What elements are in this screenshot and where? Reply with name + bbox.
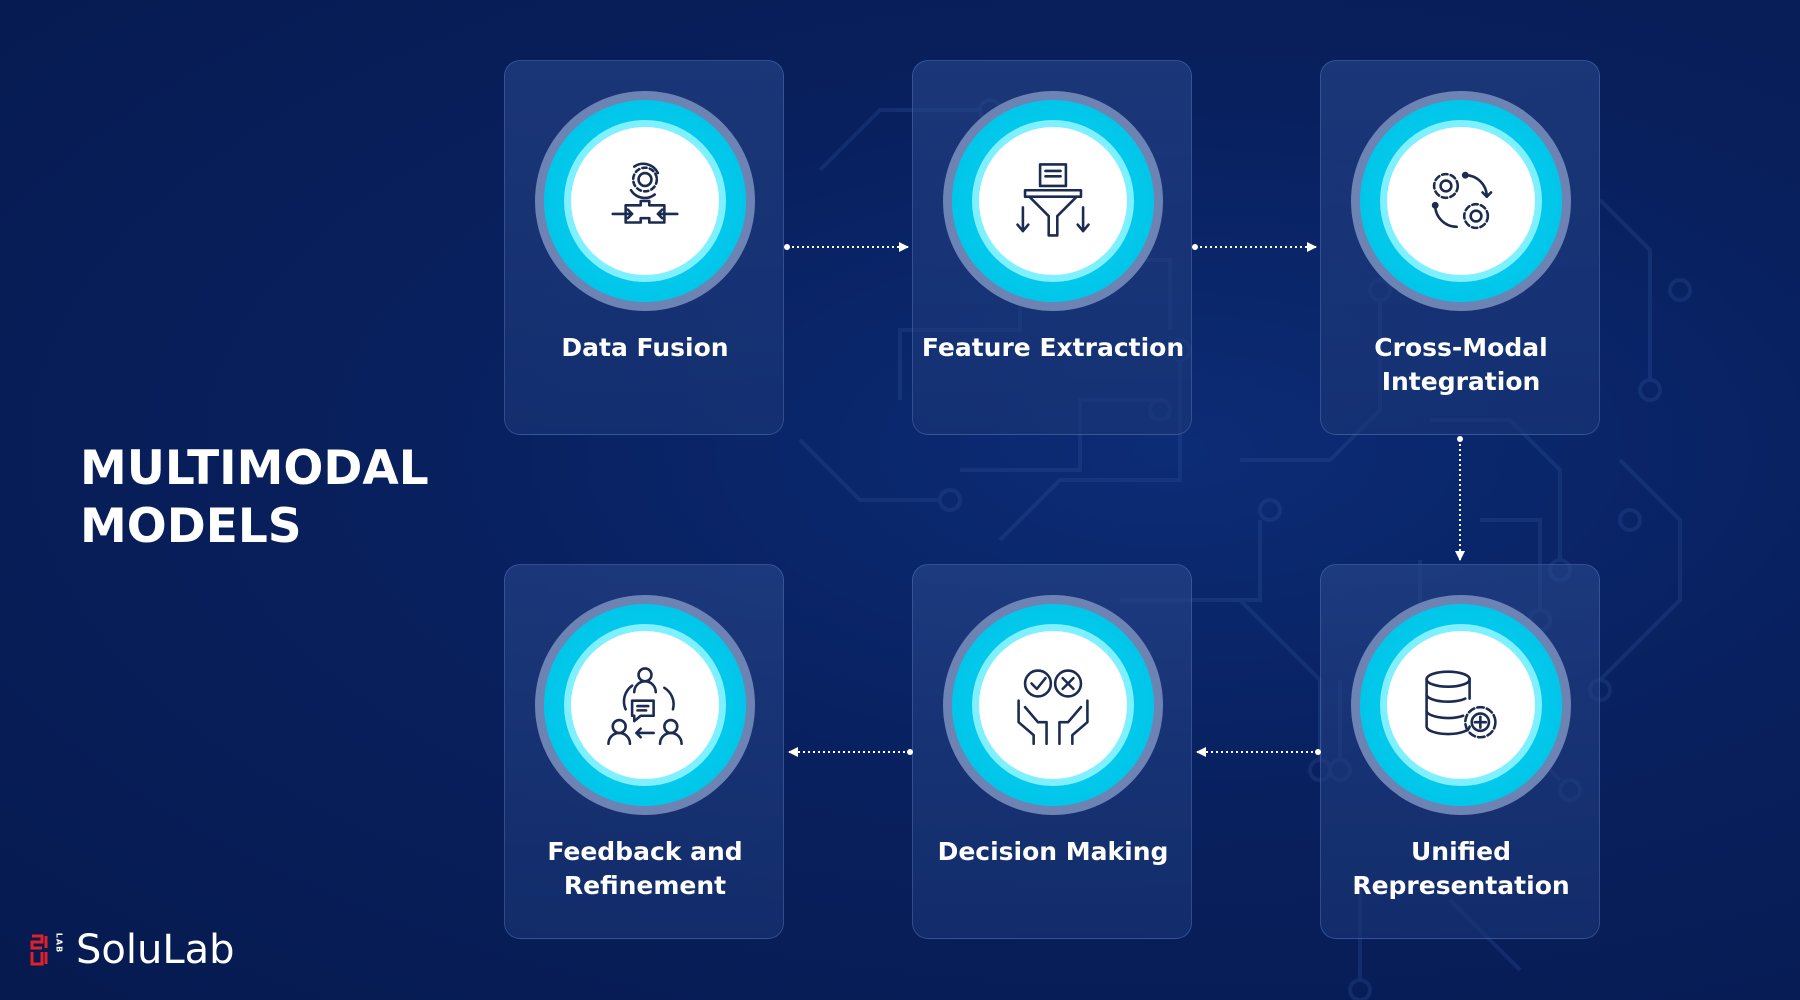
step-card-cross-modal-integration: Cross-Modal Integration bbox=[1320, 60, 1600, 435]
step-label: Cross-Modal Integration bbox=[1374, 333, 1548, 396]
step-card-unified-representation: Unified Representation bbox=[1320, 564, 1600, 939]
step-card-feedback-refinement: Feedback and Refinement bbox=[504, 564, 784, 939]
team-feedback-icon bbox=[607, 667, 683, 745]
step-label: Unified Representation bbox=[1352, 837, 1570, 900]
logo-mark-letters: LAB bbox=[55, 933, 64, 953]
hands-decision-icon bbox=[1017, 669, 1089, 745]
icon-ring bbox=[535, 595, 755, 815]
step-label: Feedback and Refinement bbox=[547, 837, 743, 900]
step-card-decision-making: Decision Making bbox=[912, 564, 1192, 939]
page-title: MULTIMODAL MODELS bbox=[80, 441, 429, 554]
data-fusion-icon bbox=[611, 162, 679, 224]
step-card-data-fusion: Data Fusion bbox=[504, 60, 784, 435]
step-label: Feature Extraction bbox=[921, 333, 1185, 362]
gears-icon bbox=[1431, 171, 1493, 230]
database-gear-icon bbox=[1425, 670, 1497, 739]
solulab-logo-mark: LAB bbox=[30, 933, 64, 966]
icon-ring bbox=[943, 595, 1163, 815]
brand-name: SoluLab bbox=[76, 927, 235, 973]
solulab-logo: LAB SoluLab bbox=[30, 927, 235, 973]
icon-ring bbox=[943, 91, 1163, 311]
funnel-filter-icon bbox=[1016, 163, 1090, 237]
step-card-feature-extraction: Feature Extraction bbox=[912, 60, 1192, 435]
icon-ring bbox=[1351, 595, 1571, 815]
icon-ring bbox=[1351, 91, 1571, 311]
step-label: Data Fusion bbox=[561, 333, 729, 362]
step-label: Decision Making bbox=[937, 837, 1169, 866]
icon-ring bbox=[535, 91, 755, 311]
